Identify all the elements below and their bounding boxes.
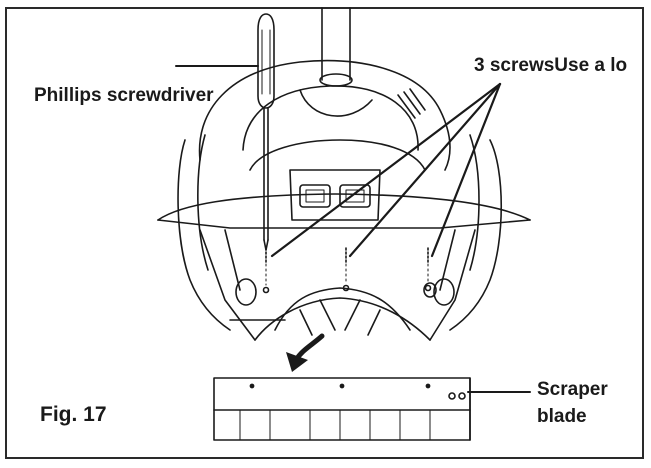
handle-tube (319, 7, 353, 87)
screws-leader-lines (270, 82, 502, 258)
motor-housing (198, 59, 451, 171)
phillips-screwdriver (257, 13, 275, 251)
removal-arrow (286, 333, 325, 372)
screw-middle (342, 247, 350, 292)
screwdriver-label: Phillips screwdriver (34, 85, 214, 106)
scraper-blade (213, 377, 471, 441)
screw-left (262, 247, 270, 294)
figure-frame (5, 7, 644, 459)
auger-housing (157, 193, 531, 341)
screw-right (424, 247, 432, 292)
scraper-label-line2: blade (537, 406, 587, 427)
screws-label: 3 screwsUse a lo (474, 56, 628, 75)
figure-caption: Fig. 17 (40, 403, 107, 426)
body-shell (177, 134, 502, 331)
scraper-label-line1: Scraper (537, 379, 608, 400)
